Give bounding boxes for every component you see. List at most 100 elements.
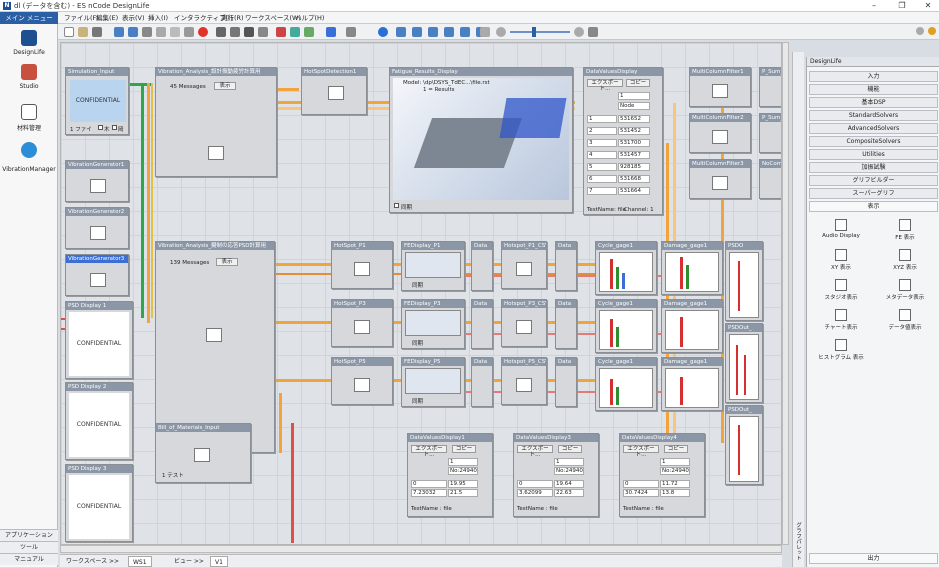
tab-v1[interactable]: V1 [210,556,228,567]
node-psdout-1[interactable]: PSDO [725,241,763,321]
node-hotspot-p5-csv[interactable]: Hotspot_P5_CSV [501,357,547,405]
node-data-2[interactable]: Data [471,299,493,349]
node-data-1[interactable]: Data [471,241,493,291]
node-damage-gage-3[interactable]: Damage_gage1 [661,357,723,411]
settings-icon[interactable] [244,27,254,37]
node-psdout-3[interactable]: PSDOut_ [725,405,763,485]
node-multi-column-filter-1[interactable]: MultiColumnFilter1 [689,67,751,107]
fe-model-view[interactable]: Model: \dp\DSYS_TdEC...\file.rst 1 = Res… [393,78,569,200]
canvas-horizontal-scrollbar[interactable] [60,545,782,553]
menu-view[interactable]: 表示(V) [122,14,145,22]
show-messages-button[interactable]: 表示 [214,82,236,90]
node-data-3[interactable]: Data [471,357,493,407]
tab-view[interactable]: ビュー >> [174,558,204,565]
node-hotspot-p5[interactable]: HotSpot_P5 [331,357,393,405]
palette-item-data-value-display[interactable]: データ値表示 [875,309,935,337]
node-bill-of-materials-input[interactable]: Bill_of_Materials_Input 1 テスト [155,423,251,483]
palette-item-histogram-display[interactable]: ヒストグラム 表示 [811,339,871,367]
run-circle-icon[interactable] [378,27,388,37]
node-vibration-generator-3[interactable]: VibrationGenerator3 [65,254,129,296]
node-psd-display-2[interactable]: PSD Display 2 CONFIDENTIAL [65,382,133,460]
table-icon[interactable] [290,27,300,37]
node-data-4[interactable]: Data [555,241,577,291]
node-p-sum-1[interactable]: P_Sum_ [759,67,781,107]
minimize-button[interactable]: – [872,1,876,10]
checkbox-2[interactable] [112,125,117,130]
node-hotspot-p3[interactable]: HotSpot_P3 [331,299,393,347]
fit-icon[interactable] [588,27,598,37]
palette-category-glyph-builder[interactable]: グリフビルダー [809,175,938,186]
node-psd-display-1[interactable]: PSD Display 1 CONFIDENTIAL [65,301,133,379]
node-damage-gage-1[interactable]: Damage_gage1 [661,241,723,295]
node-vibration-generator-2[interactable]: VibrationGenerator2 [65,207,129,249]
node-multi-column-filter-3[interactable]: MultiColumnFilter3 [689,159,751,199]
menu-edit[interactable]: 編集(E) [96,14,119,22]
sidebar-item-vibrationmanager[interactable]: VibrationManager [2,166,56,173]
node-fatigue-results-display[interactable]: Fatigue_Results_Display Model: \dp\DSYS_… [389,67,573,213]
menu-workspace[interactable]: ワークスペース(W) [245,14,302,22]
node-multi-column-filter-2[interactable]: MultiColumnFilter2 [689,113,751,153]
script-icon[interactable] [346,27,356,37]
node-damage-gage-2[interactable]: Damage_gage1 [661,299,723,353]
show-messages-button[interactable]: 表示 [216,258,238,266]
help-circle-icon[interactable] [916,27,924,35]
zoom-slider[interactable] [510,31,570,33]
pause-icon[interactable] [428,27,438,37]
cut-icon[interactable] [142,27,152,37]
menu-insert[interactable]: 挿入(I) [148,14,168,22]
grid-icon[interactable] [304,27,314,37]
palette-category-composite-solvers[interactable]: CompositeSolvers [809,136,938,147]
palette-header[interactable]: DesignLife [807,57,939,67]
palette-category-functions[interactable]: 機能 [809,84,938,95]
node-simulation-input[interactable]: Simulation_Input CONFIDENTIAL 1 ファイ 木 岡 [65,67,129,135]
redo-icon[interactable] [128,27,138,37]
palette-item-studio-display[interactable]: スタジオ表示 [811,279,871,307]
wrench-icon[interactable] [184,27,194,37]
layout-icon[interactable] [258,27,268,37]
material-icon[interactable] [21,104,37,120]
palette-item-fe-display[interactable]: FE 表示 [875,219,935,247]
tab-application[interactable]: アプリケーション [0,529,58,541]
node-data-values-display-4[interactable]: DataValuesDisplay4 エクスポート... コピー 1 No:24… [619,433,705,517]
tab-tools[interactable]: ツール [0,541,58,553]
designlife-icon[interactable] [21,30,37,46]
undo-icon[interactable] [114,27,124,37]
sync-checkbox[interactable] [394,203,399,208]
chart-tool-icon[interactable] [480,27,490,37]
palette-item-xy-display[interactable]: XY 表示 [811,249,871,277]
export-button[interactable]: エクスポート... [623,445,659,458]
menu-help[interactable]: ヘルプ(H) [295,14,325,22]
export-button[interactable]: エクスポート... [517,445,553,458]
node-fedisplay-p5[interactable]: FEDisplay_P5 同期 [401,357,465,407]
palette-category-advanced-solvers[interactable]: AdvancedSolvers [809,123,938,134]
tab-manual[interactable]: マニュアル [0,553,58,565]
node-hotspot-detection[interactable]: HotSpotDetection1 [301,67,367,115]
node-cycle-gage-3[interactable]: Cycle_gage1 [595,357,657,411]
menu-file[interactable]: ファイル(F) [64,14,99,22]
sidebar-item-material[interactable]: 材料管理 [16,125,41,132]
node-data-values-display-1[interactable]: DataValuesDisplay1 エクスポート... コピー 1 No:24… [407,433,493,517]
palette-item-chart-display[interactable]: チャート表示 [811,309,871,337]
export-button[interactable]: エクスポート... [411,445,447,458]
palette-item-audio-display[interactable]: Audio Display [811,219,871,247]
canvas-vertical-scrollbar[interactable] [782,42,789,545]
copy-button[interactable]: コピー [664,445,688,453]
node-cycle-gage-2[interactable]: Cycle_gage1 [595,299,657,353]
copy-button[interactable]: コピー [558,445,582,453]
palette-category-standard-solvers[interactable]: StandardSolvers [809,110,938,121]
sidebar-item-studio[interactable]: Studio [19,83,39,90]
menu-run[interactable]: 実行(R) [221,14,244,22]
tab-workspace[interactable]: ワークスペース >> [66,558,120,565]
node-fedisplay-p1[interactable]: FEDisplay_P1 同期 [401,241,465,291]
palette-item-metadata-display[interactable]: メタデータ表示 [875,279,935,307]
palette-category-utilities[interactable]: Utilities [809,149,938,160]
main-menu-button[interactable]: メイン メニュー [0,12,58,24]
info-icon[interactable] [928,27,936,35]
export-button[interactable]: エクスポート... [587,79,623,92]
stop-icon[interactable] [198,27,208,37]
save-icon[interactable] [92,27,102,37]
studio-icon[interactable] [21,64,37,80]
palette-category-output[interactable]: 出力 [809,553,938,564]
sidebar-item-designlife[interactable]: DesignLife [13,49,45,56]
maximize-button[interactable]: ❐ [898,1,906,10]
